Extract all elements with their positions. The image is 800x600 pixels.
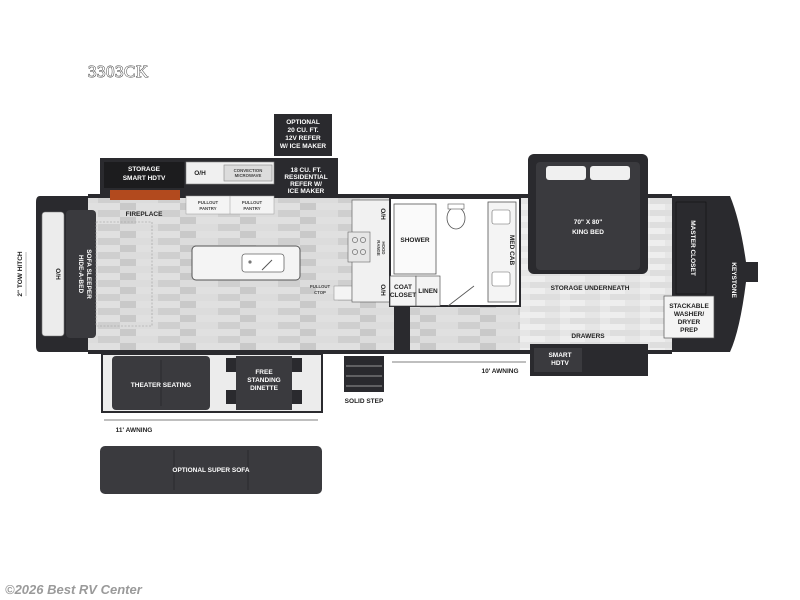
- washer-line-2: WASHER/: [674, 311, 705, 318]
- master-closet-label: MASTER CLOSET: [689, 220, 696, 276]
- super-sofa-label: OPTIONAL SUPER SOFA: [172, 467, 249, 474]
- pullout-ctop: [333, 285, 353, 301]
- island-sink: [241, 253, 285, 273]
- refer-line-1: 18 CU. FT.: [290, 167, 321, 174]
- chair-2: [226, 390, 236, 404]
- med-cab-label: MED CAB: [508, 235, 515, 266]
- solid-step: [344, 356, 384, 392]
- dinette-line-3: DINETTE: [250, 385, 278, 392]
- ctop-line-2: CTOP: [314, 290, 326, 295]
- chair-4: [292, 390, 302, 404]
- opt-refer-line-1: OPTIONAL: [286, 119, 320, 126]
- oh-label-kitchen: O/H: [194, 170, 206, 177]
- awning-11-label: 11' AWNING: [116, 427, 153, 434]
- pantry-2-line-1: PULLOUT: [242, 200, 263, 205]
- pantry-1-line-2: PANTRY: [199, 206, 216, 211]
- bed-size-label: 70" X 80": [574, 219, 603, 226]
- hide-a-bed-line-2: SOFA SLEEPER: [85, 249, 92, 299]
- range-line-2: HOOD: [381, 242, 386, 255]
- refer-line-4: ICE MAKER: [288, 188, 325, 195]
- hide-a-bed-line-1: HIDE-A-BED: [77, 255, 84, 294]
- refer-box: [276, 162, 336, 196]
- opt-refer-line-4: W/ ICE MAKER: [280, 143, 327, 150]
- sink-drain: [248, 260, 252, 264]
- fireplace-label: FIREPLACE: [126, 211, 164, 218]
- oh-label-upper: O/H: [379, 208, 386, 220]
- storage-tv-cabinet: [104, 162, 184, 188]
- oh-label-lower: O/H: [379, 284, 386, 296]
- sofa-slide: [66, 210, 96, 338]
- storage-underneath-label: STORAGE UNDERNEATH: [551, 285, 630, 292]
- shower: [393, 203, 437, 275]
- washer-line-3: DRYER: [678, 319, 701, 326]
- entry-door: [394, 306, 410, 350]
- sofa-bed-outline: [95, 221, 153, 327]
- chair-3: [292, 358, 302, 372]
- bath-door-swing: [447, 285, 475, 307]
- watermark: ©2026 Best RV Center: [5, 582, 142, 597]
- smart-hdtv-label: SMART HDTV: [123, 175, 166, 182]
- pantry-2-line-2: PANTRY: [243, 206, 260, 211]
- range-cooktop: [347, 231, 371, 263]
- tow-hitch-label: 2" TOW HITCH: [17, 251, 24, 297]
- coat-closet: [389, 275, 417, 307]
- linen-label: LINEN: [418, 288, 438, 295]
- sofa-oh-cabinet: [41, 211, 65, 337]
- oh-sofa-label: O/H: [54, 268, 61, 280]
- opt-refer-line-2: 20 CU. FT.: [287, 127, 318, 134]
- ctop-line-1: PULLOUT: [310, 284, 331, 289]
- dinette-table: [236, 356, 292, 410]
- refer-line-3: REFER W/: [290, 181, 322, 188]
- coat-line-2: CLOSET: [390, 292, 416, 299]
- vanity-sink-2: [491, 271, 511, 287]
- pillow-right: [590, 166, 630, 180]
- storage-label: STORAGE: [128, 166, 161, 173]
- linen-closet: [415, 275, 441, 307]
- optional-refer-callout: [274, 114, 332, 156]
- model-title: 3303CK: [88, 62, 149, 82]
- dinette-line-1: FREE: [255, 369, 273, 376]
- faucet: [261, 259, 273, 271]
- tv-line-2: HDTV: [551, 360, 569, 367]
- washer-line-1: STACKABLE: [669, 303, 709, 310]
- tv-cabinet: [534, 348, 582, 372]
- microwave: [223, 164, 273, 182]
- tv-line-1: SMART: [548, 352, 571, 359]
- shower-label: SHOWER: [400, 237, 430, 244]
- pantry-1-line-1: PULLOUT: [198, 200, 219, 205]
- washer-line-4: PREP: [680, 327, 698, 334]
- toilet: [446, 206, 466, 230]
- fireplace-glow: [110, 190, 180, 200]
- coat-line-1: COAT: [394, 284, 412, 291]
- dinette-line-2: STANDING: [247, 377, 280, 384]
- awning-10-label: 10' AWNING: [481, 368, 518, 375]
- range-line-1: RANGE: [376, 240, 381, 256]
- brand-text: KEYSTONE: [730, 262, 737, 298]
- master-closet: [675, 201, 707, 295]
- optional-super-sofa: [100, 446, 322, 494]
- pillow-left: [546, 166, 586, 180]
- vanity-sink-1: [491, 209, 511, 225]
- microwave-label: MICROWAVE: [235, 173, 262, 178]
- convection-label: CONVECTION: [234, 168, 263, 173]
- king-bed: [536, 162, 640, 270]
- bottom-wall: [88, 350, 672, 354]
- refer-line-2: RESIDENTIAL: [284, 174, 327, 181]
- chair-1: [226, 358, 236, 372]
- opt-refer-line-3: 12V REFER: [285, 135, 321, 142]
- king-bed-label: KING BED: [572, 229, 604, 236]
- washer-dryer: [663, 295, 715, 339]
- drawers-label: DRAWERS: [571, 333, 605, 340]
- theater-seating-label: THEATER SEATING: [131, 382, 191, 389]
- solid-step-label: SOLID STEP: [345, 398, 384, 405]
